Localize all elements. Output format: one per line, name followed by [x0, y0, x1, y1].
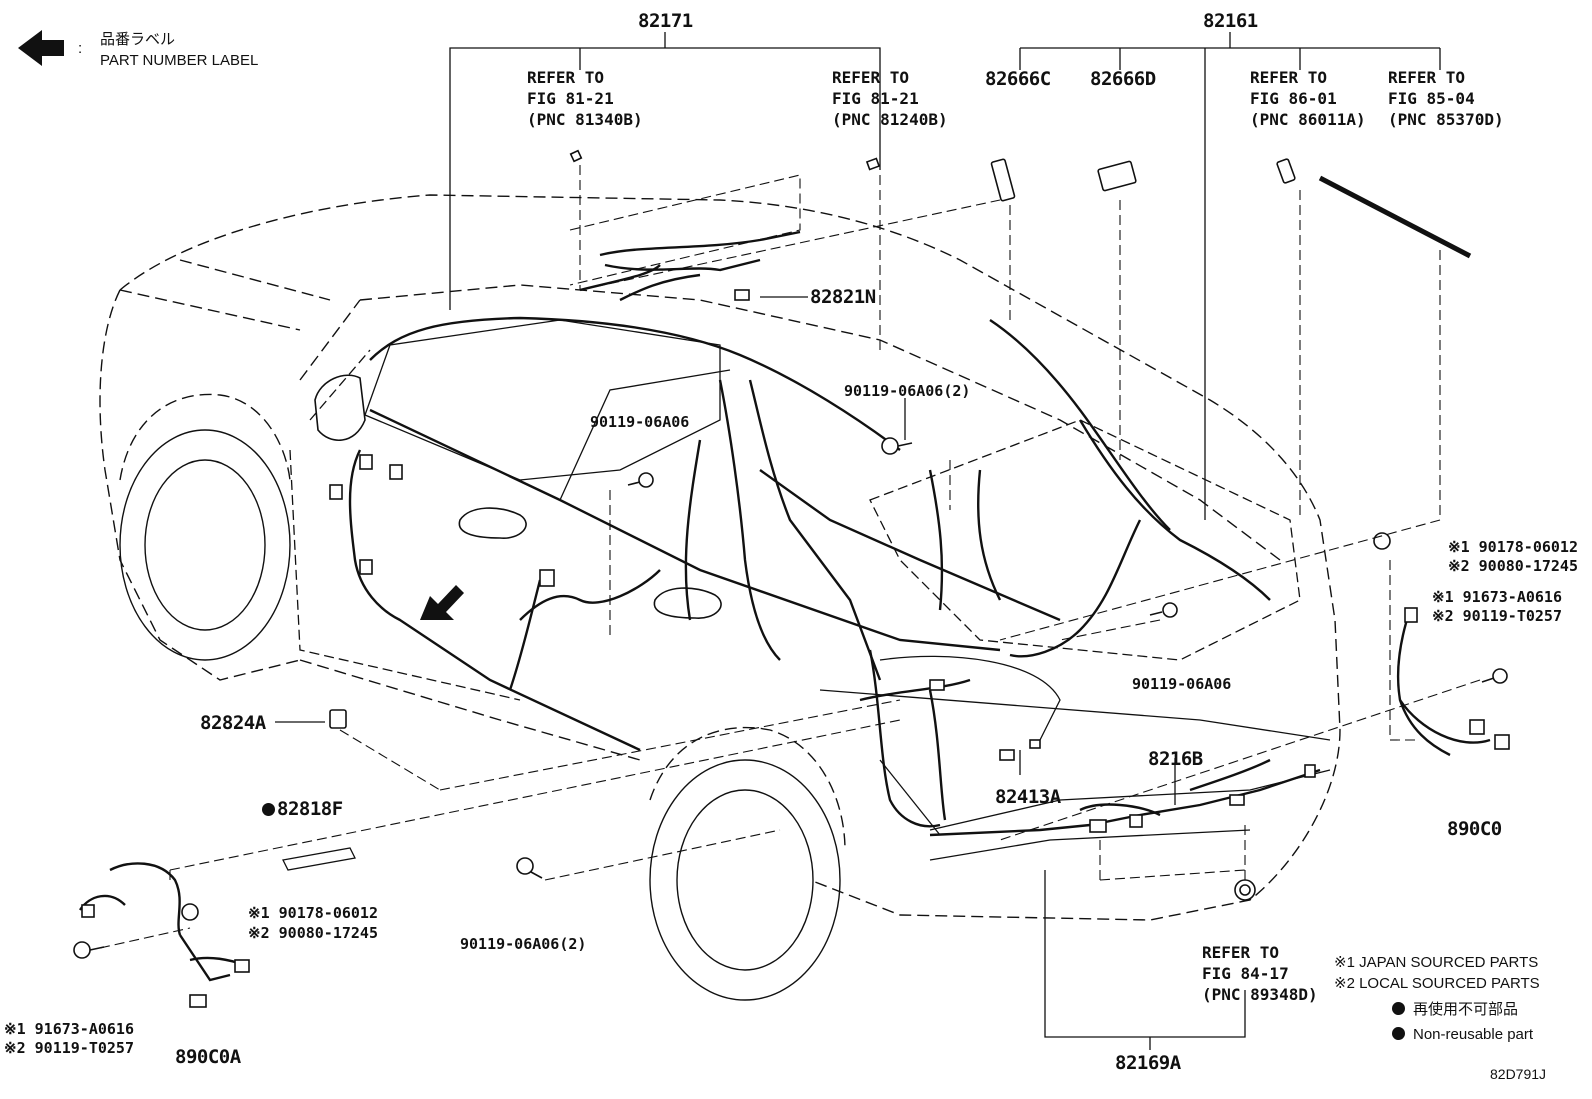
part-number-label-arrow-icon: [18, 30, 64, 66]
part-82161: 82161: [1203, 10, 1258, 32]
left-fender-harness: [79, 862, 246, 982]
part-number-label-en: PART NUMBER LABEL: [100, 52, 259, 69]
antenna-rod: [1318, 175, 1472, 259]
right-fender-harness: [1396, 609, 1491, 757]
part-90119-lower-2: 90119-06A06(2): [460, 935, 587, 953]
part-82666D: 82666D: [1090, 68, 1156, 90]
label-location-arrow-icon: [420, 585, 464, 620]
part-number-label-jp: 品番ラベル: [100, 31, 176, 48]
alt-left-bot-1: ※1 91673-A0616: [4, 1020, 134, 1038]
part-90119-left: 90119-06A06: [590, 413, 690, 431]
legend-non-reusable-en-text: Non-reusable part: [1413, 1026, 1534, 1043]
refer-81240B: REFER TO FIG 81-21 (PNC 81240B): [832, 68, 948, 129]
refer-81340B: REFER TO FIG 81-21 (PNC 81340B): [527, 68, 643, 129]
part-82169A: 82169A: [1115, 1052, 1181, 1074]
label-strip: [282, 847, 356, 871]
side-mirror: [314, 374, 366, 442]
rear-wheel: [649, 726, 846, 1001]
part-82413A: 82413A: [995, 786, 1061, 808]
part-8216B: 8216B: [1148, 748, 1203, 770]
main-body-harness: [348, 316, 1061, 752]
part-82818F: 82818F: [262, 798, 343, 820]
projection-lines: [99, 165, 1481, 949]
non-reusable-dot-icon: [262, 803, 275, 816]
part-number-label-sep: :: [78, 40, 83, 57]
part-90119-upper-2: 90119-06A06(2): [844, 382, 971, 400]
refer-89348D: REFER TO FIG 84-17 (PNC 89348D): [1202, 943, 1318, 1004]
legend-non-reusable-jp: 再使用不可部品: [1392, 998, 1518, 1019]
part-90119-right: 90119-06A06: [1132, 675, 1232, 693]
rear-hatch: [819, 419, 1331, 861]
right-body-harness: [928, 319, 1271, 658]
refer-85370D: REFER TO FIG 85-04 (PNC 85370D): [1388, 68, 1504, 129]
front-wheel: [119, 393, 291, 661]
door-handles: [458, 507, 722, 619]
alt-right-mid-1: ※1 91673-A0616: [1432, 588, 1562, 606]
part-82666C: 82666C: [985, 68, 1051, 90]
part-82824A: 82824A: [200, 712, 266, 734]
non-reusable-dot-icon: [1392, 1002, 1405, 1015]
roof-harness: [579, 230, 801, 302]
refer-86011A: REFER TO FIG 86-01 (PNC 86011A): [1250, 68, 1366, 129]
legend-local-sourced: ※2 LOCAL SOURCED PARTS: [1334, 975, 1540, 992]
part-82821N: 82821N: [810, 286, 876, 308]
leader-lines: [275, 32, 1441, 1050]
rear-harness: [859, 649, 1321, 837]
legend-non-reusable-en: Non-reusable part: [1392, 1026, 1533, 1043]
alt-left-mid-1: ※1 90178-06012: [248, 904, 378, 922]
alt-left-mid-2: ※2 90080-17245: [248, 924, 378, 942]
part-890C0A: 890C0A: [175, 1046, 241, 1068]
alt-right-mid-2: ※2 90119-T0257: [1432, 607, 1562, 625]
alt-left-bot-2: ※2 90119-T0257: [4, 1039, 134, 1057]
alt-right-top-2: ※2 90080-17245: [1448, 557, 1578, 575]
legend-non-reusable-jp-text: 再使用不可部品: [1413, 1001, 1519, 1018]
non-reusable-dot-icon: [1392, 1027, 1405, 1040]
part-82818F-number: 82818F: [277, 798, 343, 820]
legend-japan-sourced: ※1 JAPAN SOURCED PARTS: [1334, 954, 1539, 971]
diagram-code: 82D791J: [1490, 1066, 1547, 1082]
fasteners: [73, 437, 1508, 959]
connectors: [81, 149, 1510, 1008]
alt-right-top-1: ※1 90178-06012: [1448, 538, 1578, 556]
part-82171: 82171: [638, 10, 693, 32]
part-890C0: 890C0: [1447, 818, 1502, 840]
